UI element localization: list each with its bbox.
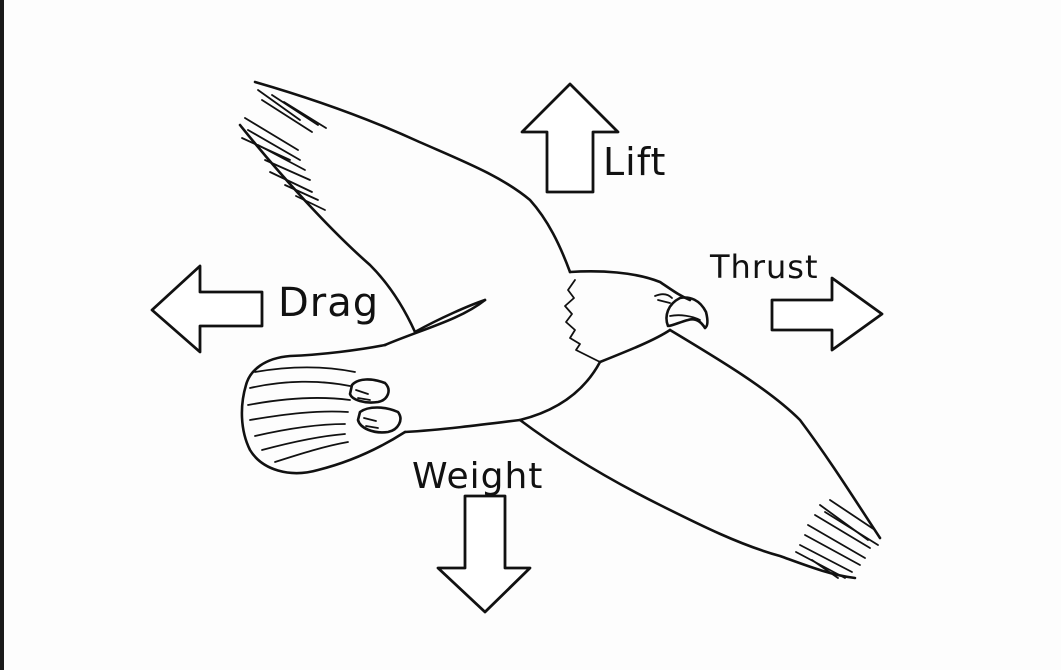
arrow-up-icon [520, 82, 620, 194]
arrow-down-icon [436, 494, 532, 614]
lift-label: Lift [603, 140, 667, 184]
thrust-label: Thrust [710, 248, 819, 286]
arrow-right-icon [770, 276, 884, 352]
arrow-left-icon [150, 264, 264, 354]
weight-label: Weight [412, 456, 544, 497]
drag-label: Drag [278, 280, 380, 326]
bald-eagle-icon [238, 80, 882, 580]
